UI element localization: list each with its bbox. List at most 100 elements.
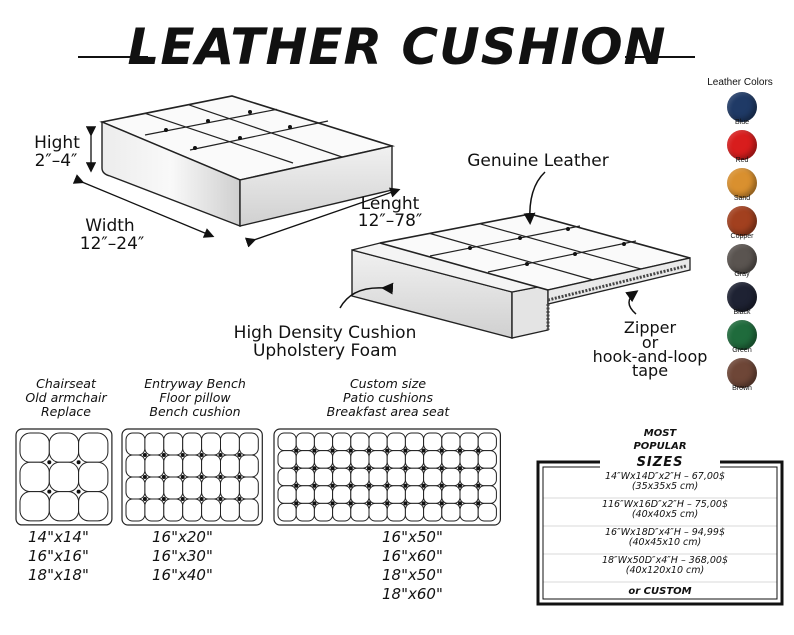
grid-cell (313, 467, 334, 487)
grid-tuft (76, 460, 81, 465)
category-3-line: Custom size (349, 376, 427, 391)
swatch-green (727, 320, 757, 350)
popular-size-2-metric: (40x40x5 cm) (631, 509, 699, 520)
category-1-size: 16"x16" (28, 547, 89, 565)
grid-tuft (218, 453, 223, 457)
grid-cell (201, 476, 222, 500)
zipper-label-line4: tape (631, 361, 669, 380)
category-2-line: Entryway Bench (144, 376, 246, 391)
grid-tuft (476, 466, 481, 471)
grid-tuft (180, 497, 185, 501)
grid-tuft (180, 453, 185, 457)
category-2-size: 16"x30" (152, 547, 213, 565)
grid-tuft (237, 453, 242, 457)
leather-colors-title: Leather Colors (707, 77, 773, 88)
grid-cell (368, 450, 388, 469)
grid-cell (313, 450, 334, 469)
grid-cell (277, 502, 297, 522)
category-1-line: Old armchair (25, 390, 107, 405)
grid-cell (332, 467, 352, 487)
foam-label-line1: High Density Cushion (233, 323, 417, 343)
popular-line1: MOST (643, 428, 677, 439)
grid-cell (477, 450, 497, 469)
grid-cell (350, 485, 370, 504)
grid-cell (423, 502, 443, 522)
grid-cell (459, 502, 479, 522)
grid-cell (182, 476, 203, 500)
grid-cell (144, 432, 165, 456)
category-1-size: 18"x18" (28, 566, 89, 584)
grid-tuft (142, 497, 147, 501)
grid-tuft (421, 448, 426, 453)
category-3-line: Patio cushions (343, 390, 433, 405)
grid-cell (332, 432, 352, 452)
grid-tuft (403, 483, 408, 488)
grid-cell (477, 485, 497, 504)
swatch-sand (727, 168, 757, 198)
grid-tuft (161, 475, 166, 479)
grid-tuft (439, 501, 444, 506)
popular-size-3-metric: (40x45x10 cm) (628, 537, 702, 548)
swatch-copper (727, 206, 757, 236)
grid-tuft (367, 483, 371, 488)
grid-tuft (76, 489, 81, 494)
category-2-size: 16"x40" (152, 566, 213, 584)
grid-cell (125, 476, 146, 500)
grid-tuft (294, 448, 299, 453)
grid-cell (386, 432, 406, 452)
grid-tuft (199, 475, 204, 479)
grid-cell (277, 450, 297, 469)
grid-cell (441, 432, 461, 452)
grid-cell (441, 502, 461, 522)
grid-tuft (199, 453, 204, 457)
swatch-brown (727, 358, 757, 388)
grid-tuft (348, 448, 353, 453)
grid-tuft (439, 483, 444, 488)
popular-size-2-imperial: 116″Wx16D″x2″H – 75,00$ (601, 499, 729, 510)
width-label: Width (85, 216, 135, 236)
grid-cell (19, 432, 50, 463)
grid-cell (295, 450, 315, 469)
swatch-label: Sand (733, 195, 751, 202)
grid-cell (48, 491, 80, 522)
grid-cell (350, 432, 370, 452)
category-3-size: 18"x60" (382, 585, 443, 603)
swatch-label: Black (733, 309, 751, 316)
grid-cell (459, 485, 479, 504)
grid-tuft (439, 448, 444, 453)
popular-line2: POPULAR (633, 441, 687, 452)
length-label: Lenght (360, 194, 420, 214)
category-2-size: 16"x20" (152, 528, 213, 546)
grid-cell (182, 454, 203, 478)
grid-cell (277, 432, 297, 452)
grid-cell (201, 432, 222, 456)
foam-label-line2: Upholstery Foam (252, 341, 398, 361)
grid-cell (350, 502, 370, 522)
grid-cell (144, 476, 165, 500)
grid-cell (350, 450, 370, 469)
grid-tuft (330, 466, 335, 471)
grid-tuft (348, 501, 353, 506)
grid-cell (459, 432, 479, 452)
swatch-label: Blue (734, 119, 749, 126)
grid-tuft (161, 497, 166, 501)
grid-tuft (367, 501, 371, 506)
grid-tuft (439, 466, 444, 471)
grid-tuft (458, 466, 462, 471)
grid-cell (441, 485, 461, 504)
swatch-blue (727, 92, 757, 122)
grid-tuft (312, 501, 317, 506)
grid-cell (78, 491, 109, 522)
grid-tuft (348, 483, 353, 488)
swatch-label: Brown (732, 385, 752, 392)
popular-size-4-imperial: 18″Wx50D″x4″H – 368,00$ (601, 555, 729, 566)
grid-cell (277, 467, 297, 487)
category-2-line: Floor pillow (159, 390, 231, 405)
grid-cell (163, 432, 184, 456)
category-2-line: Bench cushion (149, 404, 241, 419)
zipper-label-line1: Zipper (623, 318, 677, 337)
grid-cell (313, 485, 334, 504)
grid-tuft (312, 483, 317, 488)
grid-tuft (142, 475, 147, 479)
